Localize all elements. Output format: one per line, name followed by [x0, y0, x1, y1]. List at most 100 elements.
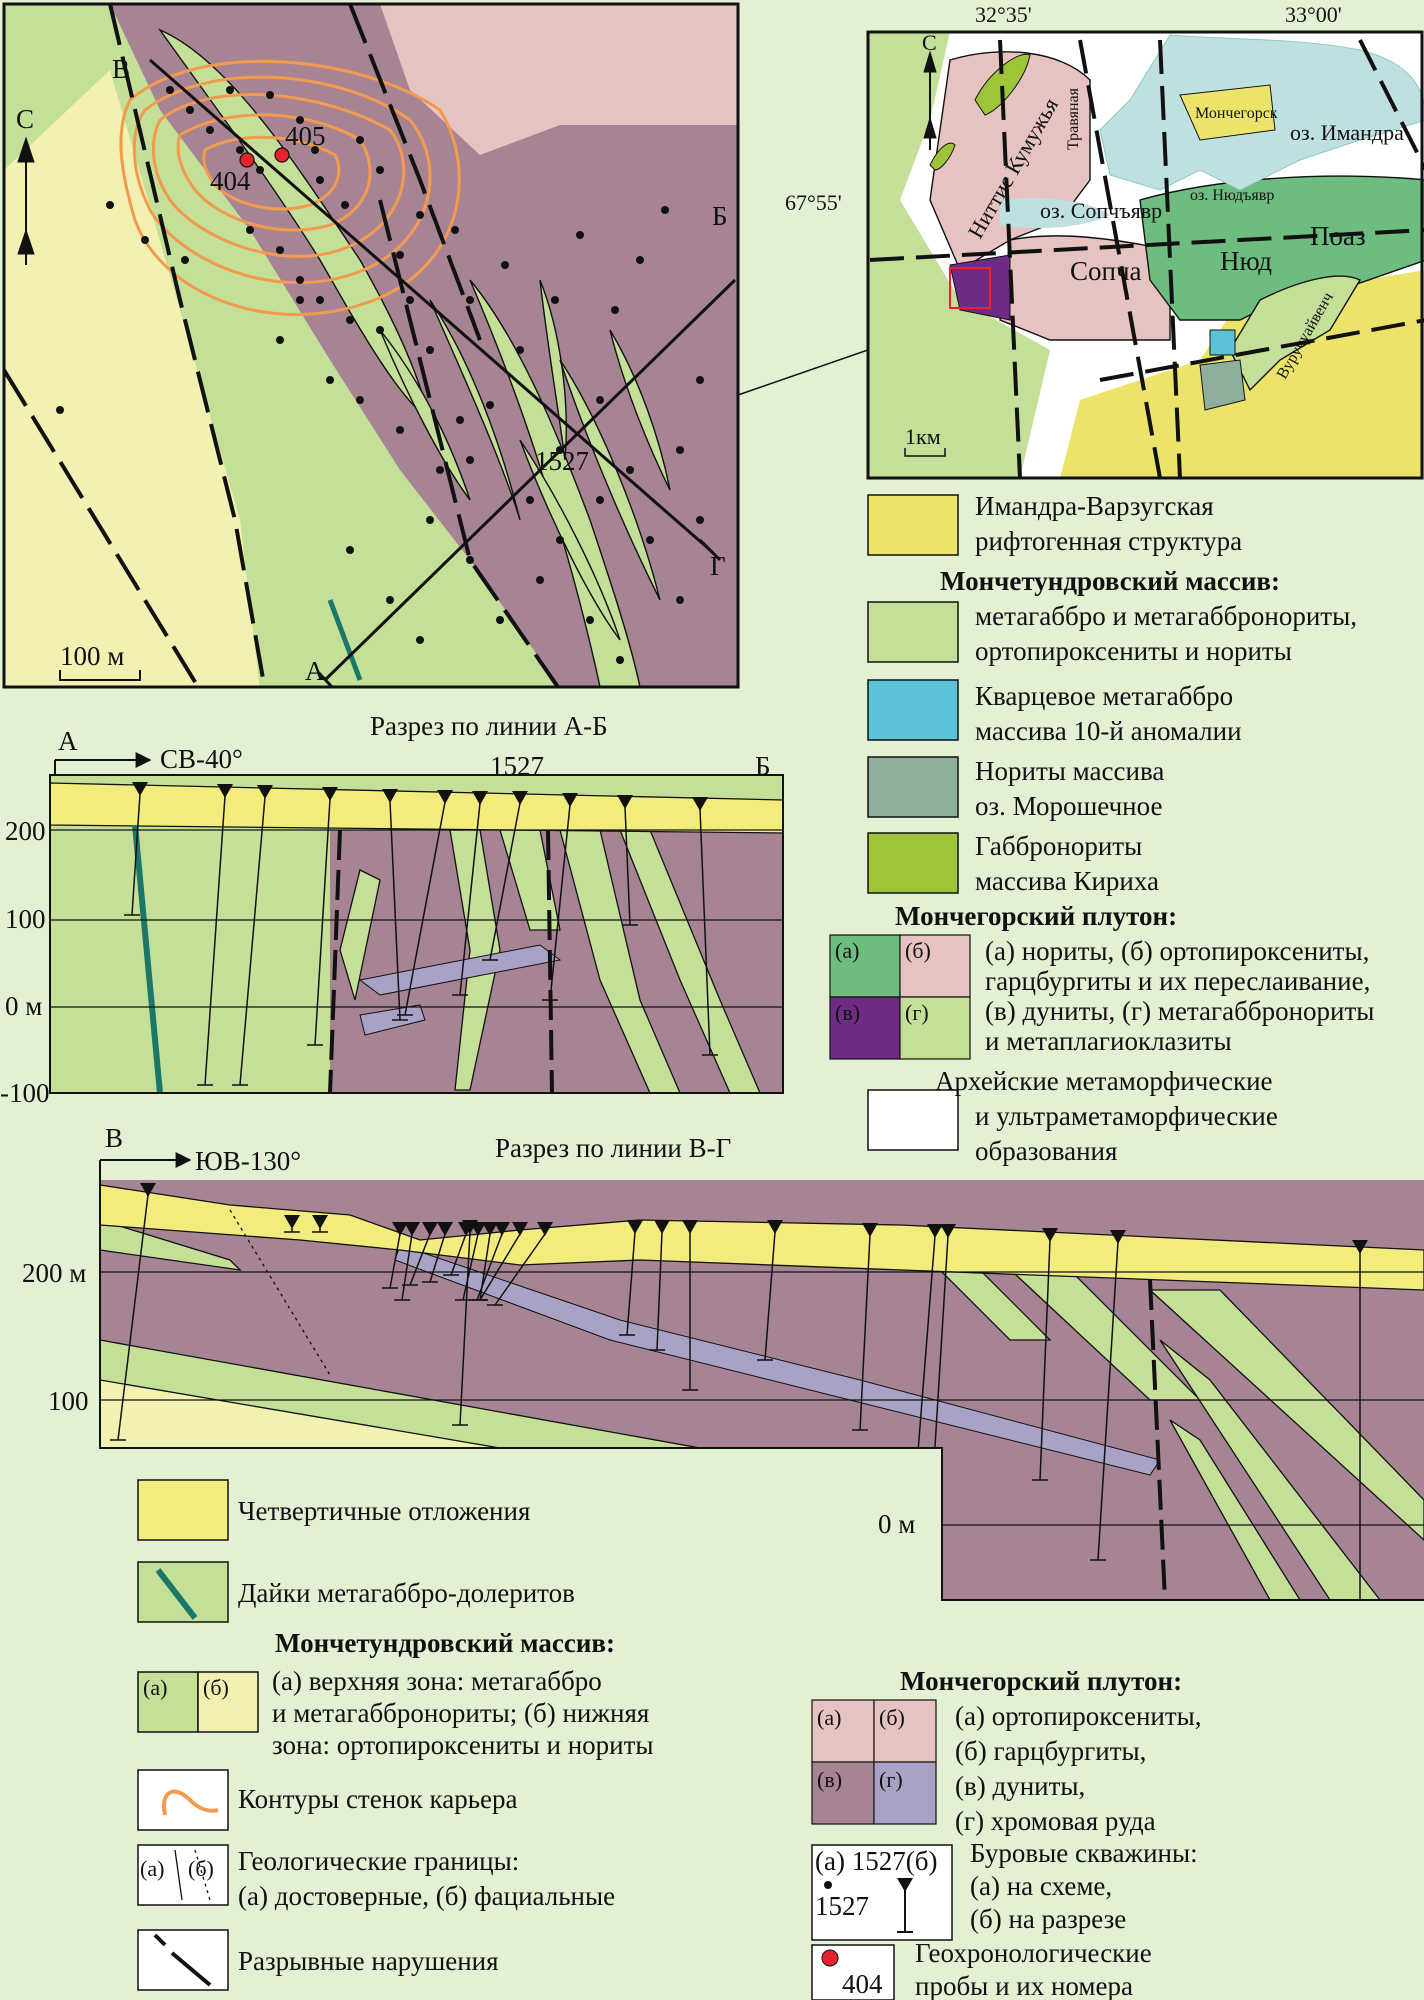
- legend-mg-v-label: (в): [835, 1000, 860, 1025]
- legend-b-mg-head: Мончегорский плутон:: [900, 1666, 1182, 1696]
- well-dot: [346, 316, 354, 324]
- well-dot: [386, 596, 394, 604]
- legend-quaternary: Четвертичные отложения: [238, 1496, 530, 1526]
- well-dot: [356, 396, 364, 404]
- well-dot: [396, 251, 404, 259]
- boundary-solid-icon: [174, 1849, 183, 1901]
- well-symbol: [307, 787, 338, 1046]
- legend-b-mt-b: (б): [203, 1675, 229, 1700]
- legend-geochron-l2: пробы и их номера: [915, 1971, 1133, 2000]
- section-ab-tick-0: 0 м: [5, 991, 42, 1021]
- legend-mg-l3: (в) дуниты, (г) метагаббронориты: [985, 996, 1374, 1026]
- north-label: С: [16, 104, 34, 134]
- legend-sample-num: 404: [842, 1969, 883, 1999]
- well-symbol: [852, 1223, 878, 1431]
- well-symbol: [617, 795, 638, 926]
- inset-monchegorsk: Мончегорск: [1195, 105, 1278, 122]
- legend-mt-head: Мончетундровский массив:: [940, 566, 1280, 596]
- well-symbol: [757, 1220, 783, 1361]
- legend-swatch-dykes: [137, 1561, 229, 1623]
- legend-b-mg-a-label: (а): [817, 1705, 841, 1730]
- legend-swatch-b-mg-b: [873, 1699, 937, 1763]
- well-dot: [501, 261, 509, 269]
- well-dot: [341, 201, 349, 209]
- dyke-icon: [155, 1568, 198, 1620]
- pit-contour-icon: [162, 1789, 219, 1816]
- section-vg-start: В: [105, 1123, 123, 1153]
- orthopyroxenite-area: [380, 4, 738, 155]
- well-dot: [626, 466, 634, 474]
- well-dot: [316, 176, 324, 184]
- sample-405-marker: [274, 147, 290, 163]
- legend-mg-l1: (а) нориты, (б) ортопироксениты,: [985, 936, 1369, 966]
- well-dot: [246, 226, 254, 234]
- inset-north: С: [922, 30, 937, 55]
- geochron-samples: [239, 147, 290, 168]
- legend-b-mt-l2: и метагаббронориты; (б) нижняя: [272, 1698, 649, 1728]
- legend-kir-l1: Габбронориты: [975, 831, 1142, 861]
- legend-q-l1: Кварцевое метагаббро: [975, 681, 1233, 711]
- inset-nyudyavr: оз. Нюдъявр: [1190, 187, 1274, 204]
- well-dot: [456, 416, 464, 424]
- inset-map: оз. Лумболка Мончегорск оз. Имандра оз. …: [868, 30, 1424, 478]
- well-dot: [451, 226, 459, 234]
- legend-b-mt-head: Мончетундровский массив:: [275, 1628, 615, 1658]
- well-dot: [276, 336, 284, 344]
- legend-wells-l3: (б) на разрезе: [970, 1904, 1126, 1934]
- legend-top: Имандра-Варзугская рифтогенная структура…: [829, 491, 1374, 1166]
- well-dot: [586, 616, 594, 624]
- legend-mg-l4: и метаплагиоклазиты: [985, 1026, 1232, 1056]
- well-dot: [636, 256, 644, 264]
- inset-metagabbro: [868, 32, 1050, 478]
- well-dot: [496, 616, 504, 624]
- legend-b-mt-l1: (а) верхняя зона: метагаббро: [272, 1666, 602, 1696]
- well-symbol: [110, 1183, 156, 1441]
- fault-icon: [153, 1933, 212, 1987]
- section-ab-frame: [49, 774, 784, 1094]
- legend-swatch-metagabbro: [867, 601, 959, 663]
- legend-swatch-imandra: [867, 494, 959, 556]
- legend-b-mg-g-label: (г): [879, 1767, 903, 1792]
- legend-b-mg-l2: (б) гарцбургиты,: [955, 1736, 1146, 1766]
- legend-imandra-l2: рифтогенная структура: [975, 526, 1242, 556]
- inset-faults: [869, 39, 1424, 478]
- legend-swatch-mg-v: [829, 996, 901, 1060]
- well-dot: [106, 201, 114, 209]
- well-symbol: [682, 1220, 698, 1391]
- well-symbol: [1090, 1230, 1126, 1561]
- legend-b-mg-l4: (г) хромовая руда: [955, 1806, 1156, 1836]
- legend-arch-l2: и ультраметаморфические: [975, 1101, 1278, 1131]
- legend-b-mg-l3: (в) дуниты,: [955, 1771, 1085, 1801]
- section-vg: [100, 1180, 1424, 1600]
- legend-imandra-l1: Имандра-Варзугская: [975, 491, 1214, 521]
- well-symbol: [124, 782, 148, 916]
- well-dot: [416, 211, 424, 219]
- well-triangle-icon: [897, 1878, 913, 1892]
- well-dot: [236, 146, 244, 154]
- legend-swatch-mg-a: [829, 934, 901, 998]
- well-dot: [551, 296, 559, 304]
- well-symbol: [382, 1222, 408, 1289]
- section-vg-title: Разрез по линии В-Г: [495, 1133, 731, 1163]
- lower-zone-area: [4, 70, 260, 687]
- well-dot: [376, 166, 384, 174]
- well-dot: [516, 346, 524, 354]
- section-ab-quaternary: [50, 782, 783, 834]
- inset-lon-right: 33°00': [1285, 2, 1342, 27]
- well-dot: [466, 456, 474, 464]
- section-ab-gridlines: [50, 829, 783, 1008]
- well-shaft-icon: [897, 1890, 913, 1933]
- inset-travyanaya: Травяная: [1065, 87, 1082, 150]
- inset-vuruchuaivench: [1229, 275, 1361, 392]
- well-symbol: [422, 1222, 453, 1283]
- legend-wells-l1: Буровые скважины:: [970, 1838, 1198, 1868]
- well-dot: [416, 636, 424, 644]
- well-dot: [436, 466, 444, 474]
- line-endpoint-ticks: [316, 538, 722, 687]
- well-dot: [466, 296, 474, 304]
- inset-study-area-box: [949, 267, 991, 309]
- section-vg-quaternary: [100, 1184, 1424, 1291]
- well-dot: [396, 426, 404, 434]
- dyke-main-map: [327, 599, 363, 681]
- section-ab-tick-200: 200: [5, 816, 46, 846]
